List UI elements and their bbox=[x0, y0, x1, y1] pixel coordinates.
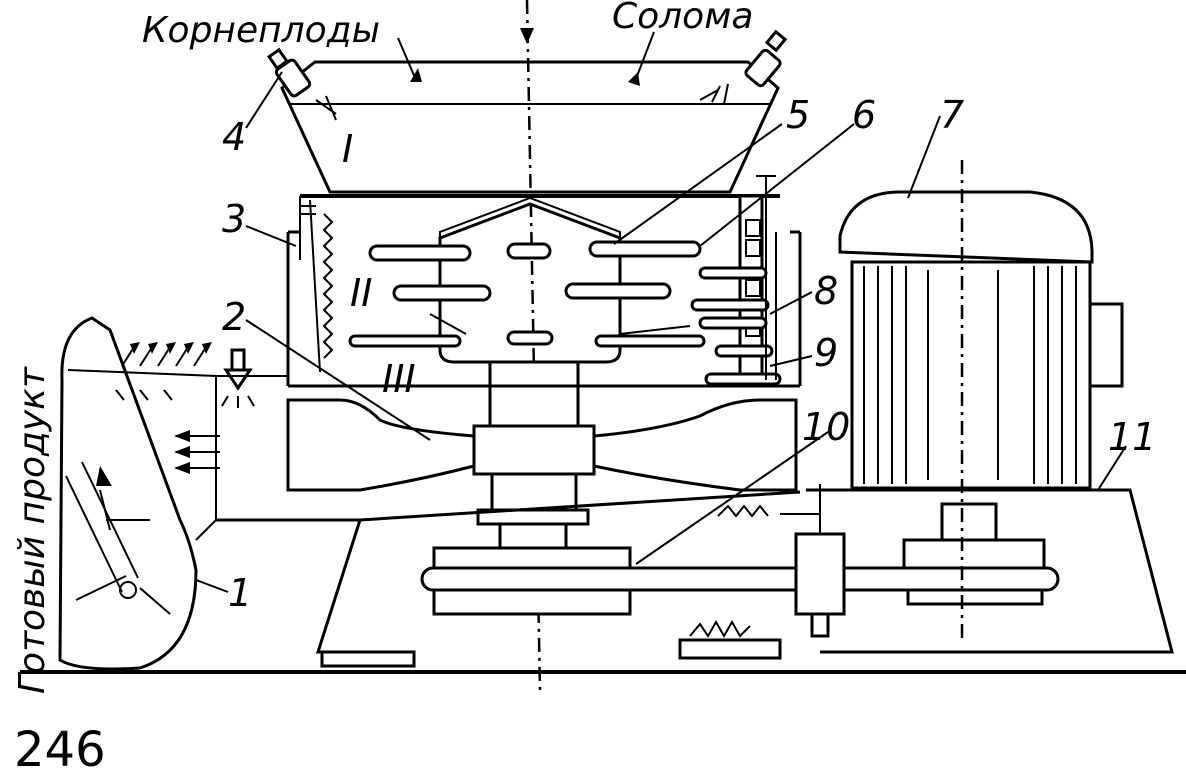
label-product: Готовый продукт bbox=[12, 366, 53, 694]
belt-drive bbox=[420, 502, 1060, 616]
base-frame bbox=[216, 488, 1174, 668]
page-number: 246 bbox=[14, 722, 106, 778]
hopper bbox=[280, 60, 780, 194]
axis-arrow bbox=[520, 28, 534, 44]
label-4: 4 bbox=[222, 115, 246, 159]
label-11: 11 bbox=[1108, 415, 1156, 459]
feed-arrows bbox=[397, 31, 655, 86]
label-1: 1 bbox=[228, 571, 252, 615]
chamber-housing bbox=[286, 194, 802, 386]
label-roots: Корнеплоды bbox=[142, 10, 380, 51]
sprayer-nozzle-left bbox=[266, 47, 312, 98]
label-3: 3 bbox=[222, 197, 246, 241]
discharge-chute bbox=[58, 316, 217, 671]
label-8: 8 bbox=[814, 269, 838, 313]
leader-lines bbox=[195, 71, 1127, 593]
water-inlets bbox=[115, 342, 288, 474]
sprayer-nozzle-right bbox=[744, 29, 788, 88]
label-zone-1: I bbox=[342, 127, 353, 171]
rotor bbox=[438, 196, 622, 364]
counter-knife-assembly bbox=[690, 175, 782, 386]
label-10: 10 bbox=[802, 405, 850, 449]
label-9: 9 bbox=[814, 331, 838, 375]
label-straw: Солома bbox=[612, 0, 753, 37]
sieve bbox=[299, 196, 334, 373]
discharge-chamber bbox=[286, 384, 800, 492]
label-5: 5 bbox=[786, 93, 810, 137]
electric-motor bbox=[838, 160, 1124, 640]
label-6: 6 bbox=[852, 93, 876, 137]
rotor-knives bbox=[348, 240, 706, 348]
label-7: 7 bbox=[940, 93, 964, 137]
shaft-housing bbox=[472, 360, 596, 550]
label-zone-3: III bbox=[382, 357, 416, 401]
belt-tensioner bbox=[717, 484, 846, 638]
label-2: 2 bbox=[222, 295, 246, 339]
label-zone-2: II bbox=[350, 271, 372, 315]
